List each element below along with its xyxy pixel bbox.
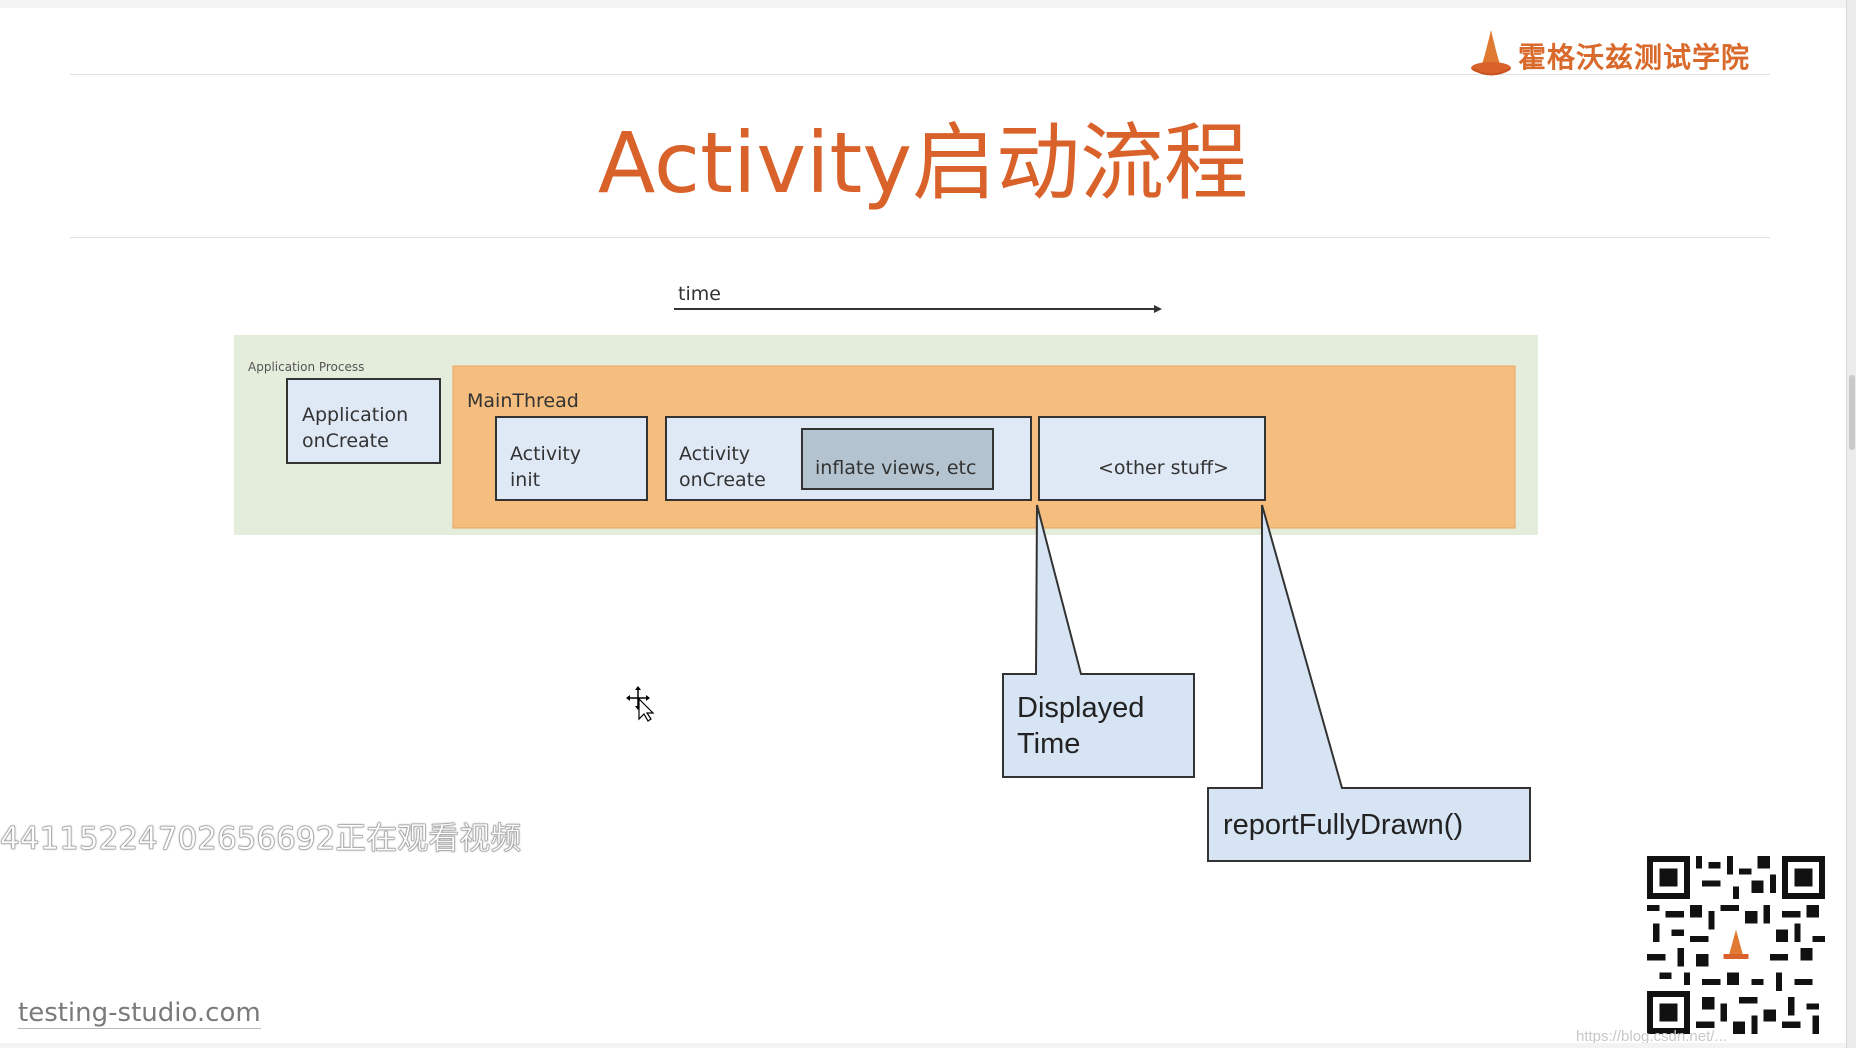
application-oncreate-box [286,378,441,464]
viewer-notice-overlay: 441152247026566​92正在观看视频 [0,821,522,858]
displayed-time-line1: Displayed [1017,692,1145,724]
displayed-time-callout [1002,504,1195,778]
activity-init-box [495,416,648,501]
other-stuff-label: <other stuff> [1098,457,1229,479]
report-fully-drawn-callout [1207,504,1531,862]
move-cursor-icon [626,686,656,722]
displayed-time-line2: Time [1017,728,1081,760]
main-thread-label: MainThread [467,390,579,412]
slide-title: Activity启动流程 [597,114,1249,212]
vertical-scrollbar[interactable] [1846,0,1856,1048]
wizard-hat-icon [1470,28,1512,85]
activity-init-line2: init [510,469,541,491]
activity-oncreate-line1: Activity [679,443,751,465]
activity-oncreate-line2: onCreate [679,469,766,491]
csdn-watermark: https://blog.csdn.net/... [1576,1028,1727,1043]
top-divider [70,74,1770,75]
application-oncreate-label: Application onCreate [302,402,408,454]
application-process-label: Application Process [248,360,365,374]
site-link[interactable]: testing-studio.com [18,998,261,1029]
other-stuff-box [1038,416,1266,501]
time-label: time [678,283,721,305]
displayed-time-label: Displayed Time [1017,690,1144,762]
activity-startup-diagram [234,305,1538,862]
slide: 霍格沃兹测试学院 Activity启动流程 time Application P… [0,8,1846,1043]
title-divider [70,237,1770,238]
scrollbar-thumb[interactable] [1849,375,1855,450]
activity-init-line1: Activity [510,443,582,465]
activity-oncreate-label: Activity onCreate [679,441,766,493]
inflate-views-box [801,428,994,490]
brand-name: 霍格沃兹测试学院 [1518,41,1751,74]
inflate-views-label: inflate views, etc [815,457,977,479]
application-oncreate-line1: Application [302,404,409,426]
qr-code-icon [1647,856,1825,1034]
report-fully-drawn-label: reportFullyDrawn() [1223,809,1464,841]
brand-logo: 霍格沃兹测试学院 [1470,28,1750,84]
time-arrow [674,305,1162,313]
activity-init-label: Activity init [510,441,581,493]
application-oncreate-line2: onCreate [302,430,389,452]
